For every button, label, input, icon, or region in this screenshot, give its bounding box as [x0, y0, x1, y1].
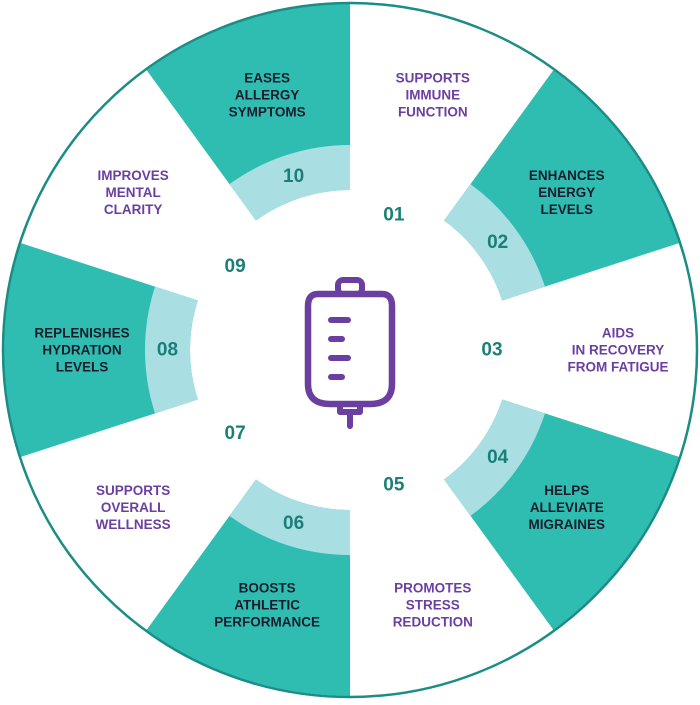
segment-label-05: STRESS [406, 597, 460, 612]
segment-label-10: EASES [244, 71, 290, 86]
segment-number-03: 03 [481, 340, 502, 361]
segment-number-05: 05 [383, 475, 405, 496]
segment-label-03: FROM FATIGUE [568, 360, 669, 375]
segment-label-06: PERFORMANCE [214, 614, 320, 629]
segment-label-10: ALLERGY [235, 88, 300, 103]
numbers-layer: 01 02 03 04 05 06 07 08 09 10 [157, 166, 509, 534]
segment-number-01: 01 [383, 204, 405, 225]
segment-label-05: PROMOTES [394, 580, 471, 595]
number-band-10 [229, 145, 350, 221]
segment-label-09: IMPROVES [98, 168, 169, 183]
segment-label-08: HYDRATION [42, 343, 121, 358]
segment-label-06: ATHLETIC [234, 597, 300, 612]
segment-number-09: 09 [225, 256, 246, 277]
segment-label-03: IN RECOVERY [572, 343, 665, 358]
segment-label-02: ENERGY [538, 185, 595, 200]
segment-label-07: OVERALL [101, 500, 166, 515]
segment-label-04: ALLEVIATE [530, 500, 604, 515]
number-band-02 [444, 184, 545, 301]
segment-number-08: 08 [157, 340, 178, 361]
segment-label-02: ENHANCES [529, 168, 605, 183]
segment-label-06: BOOSTS [239, 580, 296, 595]
segment-label-08: REPLENISHES [34, 326, 129, 341]
segment-label-01: SUPPORTS [396, 71, 470, 86]
number-band-08 [145, 286, 198, 414]
segment-number-06: 06 [283, 513, 304, 534]
segment-number-02: 02 [487, 232, 508, 253]
segment-label-04: HELPS [544, 483, 589, 498]
segment-number-07: 07 [225, 423, 246, 444]
segment-label-07: SUPPORTS [96, 483, 170, 498]
segment-label-10: SYMPTOMS [229, 105, 306, 120]
segment-label-03: AIDS [602, 326, 634, 341]
segment-label-09: CLARITY [104, 202, 163, 217]
segment-label-07: WELLNESS [96, 517, 171, 532]
segment-number-10: 10 [283, 166, 304, 187]
segment-label-09: MENTAL [106, 185, 161, 200]
iv-bag-body [304, 290, 396, 408]
number-bands-layer [145, 145, 545, 555]
iv-bag-icon [304, 277, 396, 429]
segment-label-08: LEVELS [56, 360, 109, 375]
segment-number-04: 04 [487, 447, 509, 468]
segment-label-04: MIGRAINES [529, 517, 606, 532]
segment-label-05: REDUCTION [393, 614, 473, 629]
number-band-04 [444, 399, 545, 516]
segment-label-01: FUNCTION [398, 105, 468, 120]
segment-label-02: LEVELS [541, 202, 594, 217]
segment-label-01: IMMUNE [405, 88, 460, 103]
number-band-06 [229, 479, 350, 555]
sector-08 [3, 243, 198, 457]
labels-layer: SUPPORTS IMMUNE FUNCTION ENHANCES ENERGY LEVE… [34, 71, 668, 630]
